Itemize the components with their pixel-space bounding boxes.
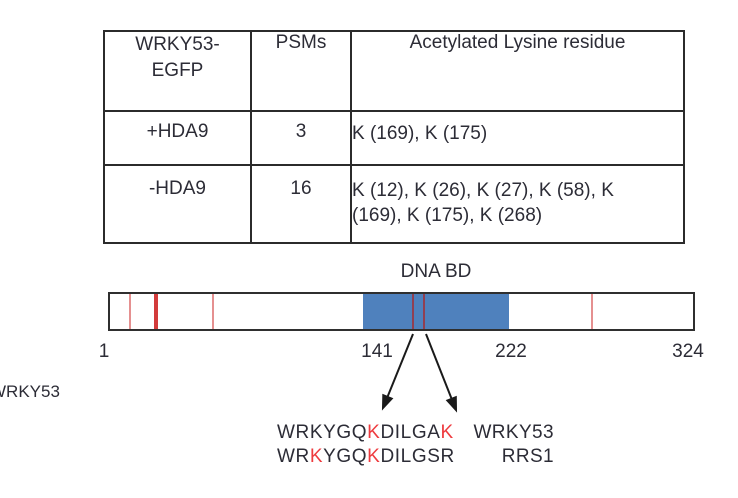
acetylated-lysine-letter: K — [367, 422, 381, 443]
psms-cell: 16 — [250, 164, 352, 244]
acetylated-lysine-letter: K — [367, 446, 381, 467]
rrs1-name-label: RRS1 — [501, 446, 554, 467]
acetylation-site-line-k268 — [590, 294, 593, 329]
site-pointer-arrows — [381, 333, 458, 413]
protein-name-label: WRKY53 — [0, 382, 60, 401]
header-acetylated-lysine-residue: Acetylated Lysine residue — [350, 30, 685, 112]
condition-cell-plus-hda9: +HDA9 — [103, 110, 252, 166]
right-arrow-line — [425, 333, 453, 400]
scale-label-start: 1 — [98, 341, 110, 362]
condition-cell-minus-hda9: -HDA9 — [103, 164, 252, 244]
residues-cell: K (169), K (175) — [350, 110, 685, 166]
right-arrowhead-icon — [445, 395, 458, 413]
wrky53-sequence: WRKYGQKDILGAK — [277, 422, 454, 443]
sequence-letters: YGQ — [323, 446, 368, 467]
table-row: -HDA9 16 K (12), K (26), K (27), K (58),… — [103, 164, 685, 244]
scale-label-end: 324 — [672, 341, 704, 362]
acetylation-site-line-k12 — [128, 294, 131, 329]
residues-cell: K (12), K (26), K (27), K (58), K (169),… — [350, 164, 685, 244]
protein-bar — [108, 292, 695, 331]
left-arrow-line — [386, 333, 414, 398]
acetylation-site-line-k58 — [211, 294, 214, 329]
header-psms: PSMs — [250, 30, 352, 112]
acetylation-site-line-k169 — [412, 294, 415, 329]
table-row: +HDA9 3 K (169), K (175) — [103, 110, 685, 166]
header-wrky53-egfp: WRKY53- EGFP — [103, 30, 252, 112]
psms-cell: 3 — [250, 110, 352, 166]
wrky53-name-label: WRKY53 — [473, 422, 554, 443]
rrs1-sequence: WRKYGQKDILGSR — [277, 446, 455, 467]
acetylation-table: WRKY53- EGFP PSMs Acetylated Lysine resi… — [103, 30, 685, 244]
alignment-row-wrky53: WRKYGQKDILGAK WRKY53 — [277, 421, 554, 445]
acetylation-site-line-k175 — [423, 294, 426, 329]
sequence-letters: DILGSR — [380, 446, 455, 467]
scale-label-domain-end: 222 — [495, 341, 527, 362]
dna-bd-domain-label: DNA BD — [400, 261, 472, 282]
sequence-letters: WRKYGQ — [277, 422, 368, 443]
alignment-row-rrs1: WRKYGQKDILGSR RRS1 — [277, 445, 554, 469]
sequence-letters: WR — [277, 446, 310, 467]
acetylation-site-line-k27 — [155, 294, 158, 329]
acetylation-site-line-k26 — [154, 294, 157, 329]
acetylated-lysine-letter: K — [309, 446, 324, 467]
table-header-row: WRKY53- EGFP PSMs Acetylated Lysine resi… — [103, 30, 685, 112]
acetylated-lysine-letter: K — [440, 422, 454, 443]
scale-label-domain-start: 141 — [361, 341, 393, 362]
sequence-letters: DILGA — [380, 422, 441, 443]
left-arrowhead-icon — [381, 393, 394, 411]
sequence-alignment: WRKYGQKDILGAK WRKY53 WRKYGQKDILGSR RRS1 — [277, 421, 554, 469]
dna-binding-domain-box — [362, 294, 509, 329]
